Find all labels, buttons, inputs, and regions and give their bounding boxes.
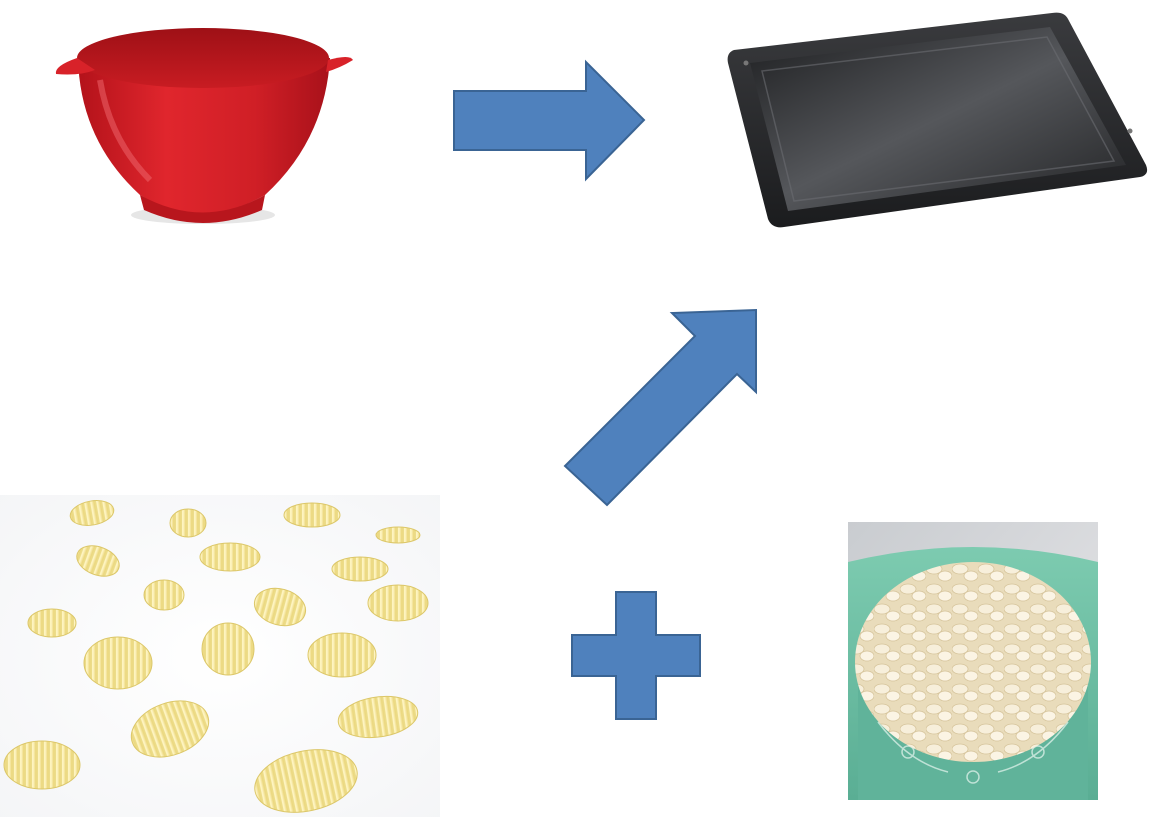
butter-curls-icon <box>0 495 440 817</box>
baking-tray-icon <box>722 5 1150 235</box>
arrow-right-icon <box>450 58 650 184</box>
plus-shape <box>572 592 700 719</box>
mixing-bowl-icon <box>40 10 360 240</box>
arrow-right-shape <box>454 62 644 179</box>
arrow-diag-shape <box>565 310 756 505</box>
plus-icon <box>568 588 704 723</box>
arrow-up-right-icon <box>555 300 765 515</box>
almond-bowl-icon <box>848 522 1098 800</box>
